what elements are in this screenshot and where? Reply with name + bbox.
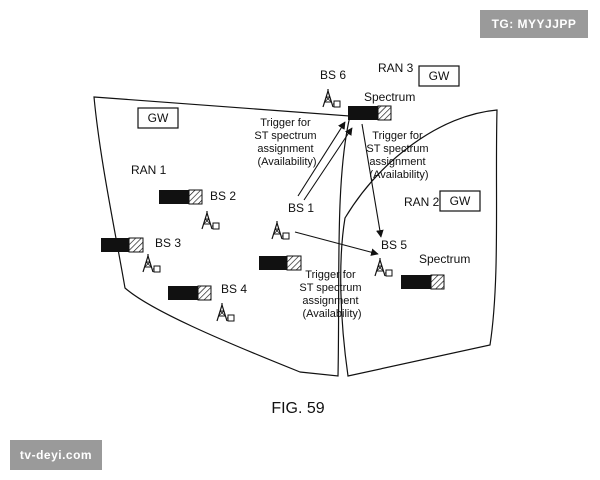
- bs2-label: BS 2: [210, 189, 236, 203]
- bs1-label: BS 1: [288, 201, 314, 215]
- ran3-gateway: GW: [418, 65, 460, 87]
- bs5-tower-icon: [374, 257, 393, 277]
- bs4-tower-icon: [216, 302, 235, 322]
- ran1-gw-label: GW: [148, 111, 169, 125]
- trigger-upper-left-line4: (Availability): [257, 156, 316, 168]
- trigger-upper-right-line3: assignment: [369, 156, 425, 168]
- bs3-tower-icon: [142, 253, 161, 273]
- ran2-region: [340, 109, 498, 377]
- trigger-upper-left-line3: assignment: [257, 143, 313, 155]
- watermark-top: TG: MYYJJPP: [480, 10, 588, 38]
- trigger-upper-right-line1: Trigger for: [372, 130, 423, 142]
- arrow-bs1-to-bs5: [294, 231, 379, 256]
- bs4-label: BS 4: [221, 282, 247, 296]
- trigger-lower-line4: (Availability): [302, 308, 361, 320]
- trigger-upper-right: Trigger for ST spectrum assignment (Avai…: [366, 130, 431, 181]
- ran3-spectrum-label: Spectrum: [364, 90, 415, 104]
- bs1-tower-icon: [271, 220, 290, 240]
- spectrum-bar-bs1: [259, 255, 302, 271]
- ran2-gw-label: GW: [450, 194, 471, 208]
- bs3-label: BS 3: [155, 236, 181, 250]
- ran1-region: [93, 96, 351, 377]
- ran2-spectrum-label: Spectrum: [419, 252, 470, 266]
- watermark-bottom: tv-deyi.com: [10, 440, 102, 470]
- trigger-upper-left-line2: ST spectrum: [254, 130, 316, 142]
- spectrum-bar-bs2: [159, 189, 203, 205]
- spectrum-bar-ran3: [348, 105, 392, 121]
- spectrum-bar-ran2: [401, 274, 445, 290]
- bs2-tower-icon: [201, 210, 220, 230]
- arrow-bs1-to-bs6-b: [303, 127, 353, 201]
- trigger-lower: Trigger for ST spectrum assignment (Avai…: [299, 269, 364, 320]
- figure-caption: FIG. 59: [271, 400, 324, 417]
- bs5-label: BS 5: [381, 238, 407, 252]
- ran3-gw-label: GW: [429, 69, 450, 83]
- trigger-upper-right-line4: (Availability): [369, 169, 428, 181]
- ran1-label: RAN 1: [131, 163, 167, 177]
- ran2-gateway: GW: [439, 190, 481, 212]
- trigger-upper-left-line1: Trigger for: [260, 117, 311, 129]
- trigger-upper-left: Trigger for ST spectrum assignment (Avai…: [254, 117, 319, 168]
- ran3-label: RAN 3: [378, 61, 414, 75]
- spectrum-bar-bs3: [101, 237, 144, 253]
- ran1-gateway: GW: [137, 107, 179, 129]
- arrow-bs1-to-bs6-a: [297, 121, 346, 197]
- trigger-lower-line3: assignment: [302, 295, 358, 307]
- spectrum-bar-bs4: [168, 285, 212, 301]
- trigger-upper-right-line2: ST spectrum: [366, 143, 428, 155]
- bs6-tower-icon: [322, 88, 341, 108]
- trigger-lower-line2: ST spectrum: [299, 282, 361, 294]
- trigger-lower-line1: Trigger for: [305, 269, 356, 281]
- ran2-label: RAN 2: [404, 195, 440, 209]
- bs6-label: BS 6: [320, 68, 346, 82]
- arrow-ran3-to-bs5: [361, 123, 384, 238]
